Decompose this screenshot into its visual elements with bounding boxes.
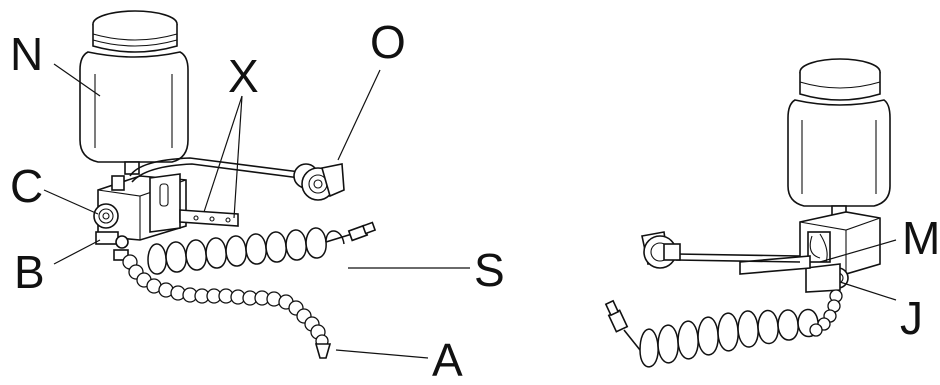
coiled-hose-right — [604, 299, 819, 368]
leader-M — [819, 239, 897, 263]
leader-C — [43, 189, 99, 215]
leader-N — [53, 63, 101, 97]
leader-X-1 — [203, 95, 243, 213]
callout-C: C — [10, 160, 43, 212]
callout-X: X — [228, 50, 259, 102]
flex-nozzle-left — [122, 254, 332, 359]
flex-nozzle-right — [809, 289, 843, 337]
callout-N: N — [10, 28, 43, 80]
callout-B: B — [14, 246, 45, 298]
coolant-bottle-left — [79, 10, 189, 175]
leader-B — [53, 239, 101, 265]
bracket-right — [739, 255, 811, 275]
coiled-hose-left — [147, 221, 377, 275]
callout-A: A — [432, 334, 463, 385]
callout-J: J — [900, 292, 923, 344]
leader-A — [335, 349, 429, 359]
valve-block-right — [799, 211, 881, 293]
leader-J — [839, 281, 897, 301]
right-assembly-view — [604, 58, 897, 368]
air-line-right — [641, 231, 801, 269]
air-line-left — [129, 157, 345, 201]
leader-X-2 — [233, 95, 243, 219]
left-assembly-view — [43, 10, 470, 359]
callout-O: O — [370, 16, 406, 68]
coolant-bottle-right — [787, 58, 891, 219]
callout-M: M — [902, 212, 940, 264]
leader-O — [337, 69, 381, 161]
mounting-bracket-left — [149, 173, 239, 233]
callout-S: S — [474, 244, 505, 296]
